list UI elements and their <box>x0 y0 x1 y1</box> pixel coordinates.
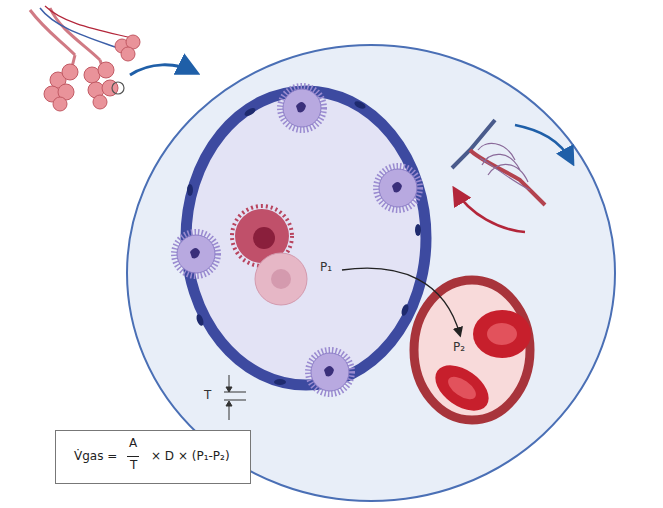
macrophages <box>174 86 420 394</box>
formula-text: A <box>129 436 137 450</box>
pressure-label: P₁ <box>320 260 332 274</box>
wall-nuclei <box>187 100 421 385</box>
lung-icon <box>30 6 140 111</box>
capillary-bed <box>452 120 572 232</box>
formula-text: T <box>130 458 137 472</box>
formula-box: V̇gas = AT × D × (P₁-P₂) <box>55 430 251 484</box>
immune-cells <box>232 206 307 305</box>
formula-text: × D × (P₁-P₂) <box>151 449 230 463</box>
thickness-marker <box>224 375 246 420</box>
pressure-label: P₂ <box>453 340 465 354</box>
diffusion-arrow <box>342 268 460 335</box>
thickness-label: T <box>204 388 211 402</box>
fraction-bar <box>127 456 139 457</box>
zoom-arrow <box>130 65 195 75</box>
alveolus <box>186 91 426 385</box>
capillary <box>414 280 531 420</box>
formula-text: V̇gas = <box>74 449 117 463</box>
